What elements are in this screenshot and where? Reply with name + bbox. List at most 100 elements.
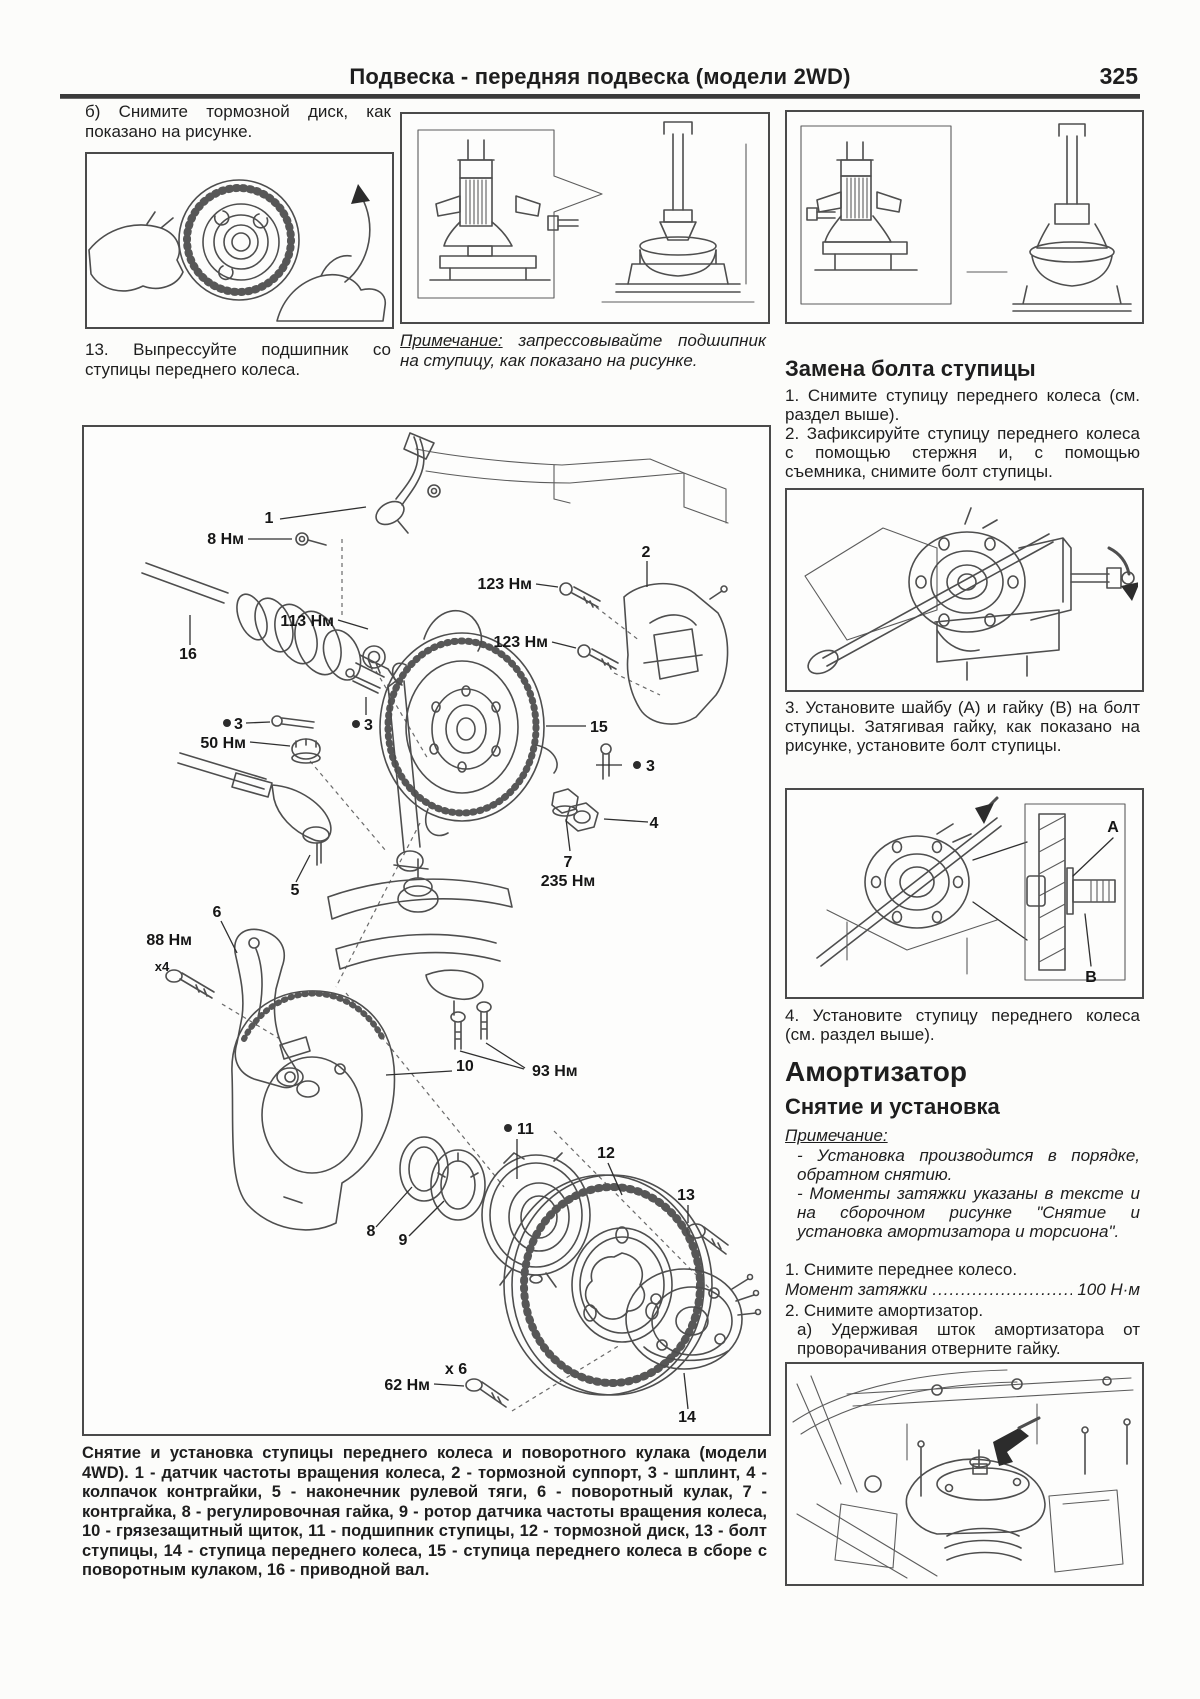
cotter-pin-left [271, 715, 315, 729]
diagram-caption: Снятие и установка ступицы переднего кол… [82, 1444, 767, 1579]
part-label-5: 5 [291, 882, 300, 899]
part-label-14: 14 [678, 1409, 696, 1426]
part-label-3-right: 3 [646, 758, 655, 775]
caliper-bolts [559, 582, 619, 670]
inset-label-a: А [1107, 819, 1119, 836]
hub-press-sketch [800, 123, 1132, 312]
engine-bay-illustration [785, 1362, 1144, 1586]
part-label-6: 6 [213, 904, 222, 921]
hub-knuckle-assembly [379, 609, 558, 837]
inset-label-b: В [1085, 969, 1097, 986]
drive-shaft [141, 562, 397, 688]
torque-label-88nm: 88 Нм [146, 932, 192, 949]
cotter-pin-right [600, 743, 612, 780]
shock-note-2: - Моменты затяжки указаны в тексте и на … [797, 1184, 1140, 1241]
part-label-1: 1 [265, 510, 274, 527]
step-b-text: б) Снимите тормозной диск, как показано … [85, 102, 391, 141]
torque-label-50nm: 50 Нм [200, 735, 246, 752]
torque-spec-value: 100 Н·м [1077, 1280, 1140, 1299]
part-label-15: 15 [590, 719, 608, 736]
vehicle-frame-sketch [415, 448, 729, 524]
torque-label-8nm: 8 Нм [207, 531, 244, 548]
engine-bay-sketch [792, 1369, 1134, 1579]
hub-bolt-step3: 3. Установите шайбу (А) и гайку (В) на б… [785, 698, 1140, 755]
axle-nut [362, 645, 386, 669]
press-note: Примечание: запрессовывайте подшипник на… [400, 331, 766, 371]
bullet-dot [352, 720, 360, 728]
wheel-stud [465, 1378, 509, 1408]
part-label-3-top: 3 [364, 717, 373, 734]
adjusting-nut-ring [399, 1136, 449, 1202]
torque-label-62nm: 62 Нм [384, 1377, 430, 1394]
exploded-diagram: 1 8 Нм 113 Нм 16 123 Нм 123 Нм 2 15 3 4 … [141, 432, 762, 1426]
part-label-8: 8 [367, 1223, 376, 1240]
bearing-press-sketch [417, 121, 755, 303]
part-label-4: 4 [650, 815, 659, 832]
torque-spec-dots: ........................................… [932, 1280, 1072, 1299]
bullet-dot [504, 1124, 512, 1132]
hub-bolt-removal-sketch [804, 507, 1138, 681]
shock-note-1: - Установка производится в порядке, обра… [797, 1146, 1140, 1184]
shock-section-subtitle: Снятие и установка [785, 1094, 1000, 1119]
knuckle-bolt [165, 969, 215, 999]
leader-lines [189, 506, 689, 1410]
tie-rod-end [177, 752, 332, 866]
shock-section-title: Амортизатор [785, 1056, 967, 1087]
hub-bolt-step1: 1. Снимите ступицу переднего колеса (см.… [785, 386, 1140, 424]
hub-bolt-section-title: Замена болта ступицы [785, 356, 1036, 381]
hub-bolt [686, 1223, 729, 1255]
bearing-press-illustration [400, 112, 770, 324]
step-13-text: 13. Выпрессуйте подшипник со ступицы пер… [85, 340, 391, 379]
press-note-text: запрессовывайте подшипник на ступицу, ка… [400, 331, 766, 370]
torque-label-123nm-b: 123 Нм [493, 634, 548, 651]
torque-spec-row: Момент затяжки .........................… [785, 1280, 1140, 1299]
page-title: Подвеска - передняя подвеска (модели 2WD… [349, 64, 851, 89]
hub-bolt-install-illustration: А В [785, 788, 1144, 999]
part-label-16: 16 [179, 646, 197, 663]
part-label-11: 11 [517, 1121, 534, 1138]
press-note-label: Примечание: [400, 331, 503, 350]
hub-bearing [481, 1152, 591, 1288]
torque-label-235nm: 235 Нм [541, 873, 596, 890]
abs-sensor [375, 432, 441, 534]
wheel-hub [625, 1268, 762, 1370]
diagram-labels: 1 8 Нм 113 Нм 16 123 Нм 123 Нм 2 15 3 4 … [146, 510, 696, 1426]
sensor-rotor-ring [430, 1149, 486, 1221]
brake-disc [503, 1174, 713, 1396]
torque-label-113nm: 113 Нм [280, 613, 334, 630]
balljoint-bolts [450, 1001, 492, 1050]
bullet-dot [223, 719, 231, 727]
hub-press-illustration [785, 110, 1144, 324]
lock-nut [551, 788, 579, 817]
part-label-9: 9 [399, 1232, 408, 1249]
bullet-dot [633, 761, 641, 769]
brake-caliper [623, 582, 729, 725]
cotter-pin-top [345, 668, 381, 694]
lock-nut-cap [565, 802, 599, 832]
torque-qty-x6: х 6 [445, 1361, 467, 1378]
strut-lower-arm [327, 680, 513, 1016]
brake-disc-removal-sketch [88, 179, 386, 322]
page-number: 325 [1099, 63, 1138, 89]
shock-step-2: 2. Снимите амортизатор. [785, 1301, 984, 1320]
part-label-10: 10 [456, 1058, 474, 1075]
hub-bolt-install-sketch: А В [816, 796, 1126, 986]
header-rule [60, 94, 1140, 99]
part-label-13: 13 [677, 1187, 695, 1204]
torque-spec-label: Момент затяжки [785, 1280, 928, 1299]
part-label-2: 2 [642, 544, 651, 561]
shock-note-label: Примечание: [785, 1126, 888, 1145]
shock-step-1: 1. Снимите переднее колесо. [785, 1260, 1018, 1279]
part-label-12: 12 [597, 1145, 615, 1162]
part-label-3-left: 3 [234, 716, 243, 733]
brake-disc-removal-illustration [85, 152, 394, 329]
part-label-7: 7 [564, 854, 573, 871]
steering-knuckle [233, 928, 320, 1098]
dust-shield [231, 990, 396, 1231]
hub-bolt-removal-illustration [785, 488, 1144, 692]
sensor-bolt [295, 532, 327, 546]
castle-nut [291, 738, 321, 764]
shock-step-2a: а) Удерживая шток амортизатора от провор… [797, 1320, 1140, 1358]
exploded-diagram-box: 1 8 Нм 113 Нм 16 123 Нм 123 Нм 2 15 3 4 … [82, 425, 771, 1436]
